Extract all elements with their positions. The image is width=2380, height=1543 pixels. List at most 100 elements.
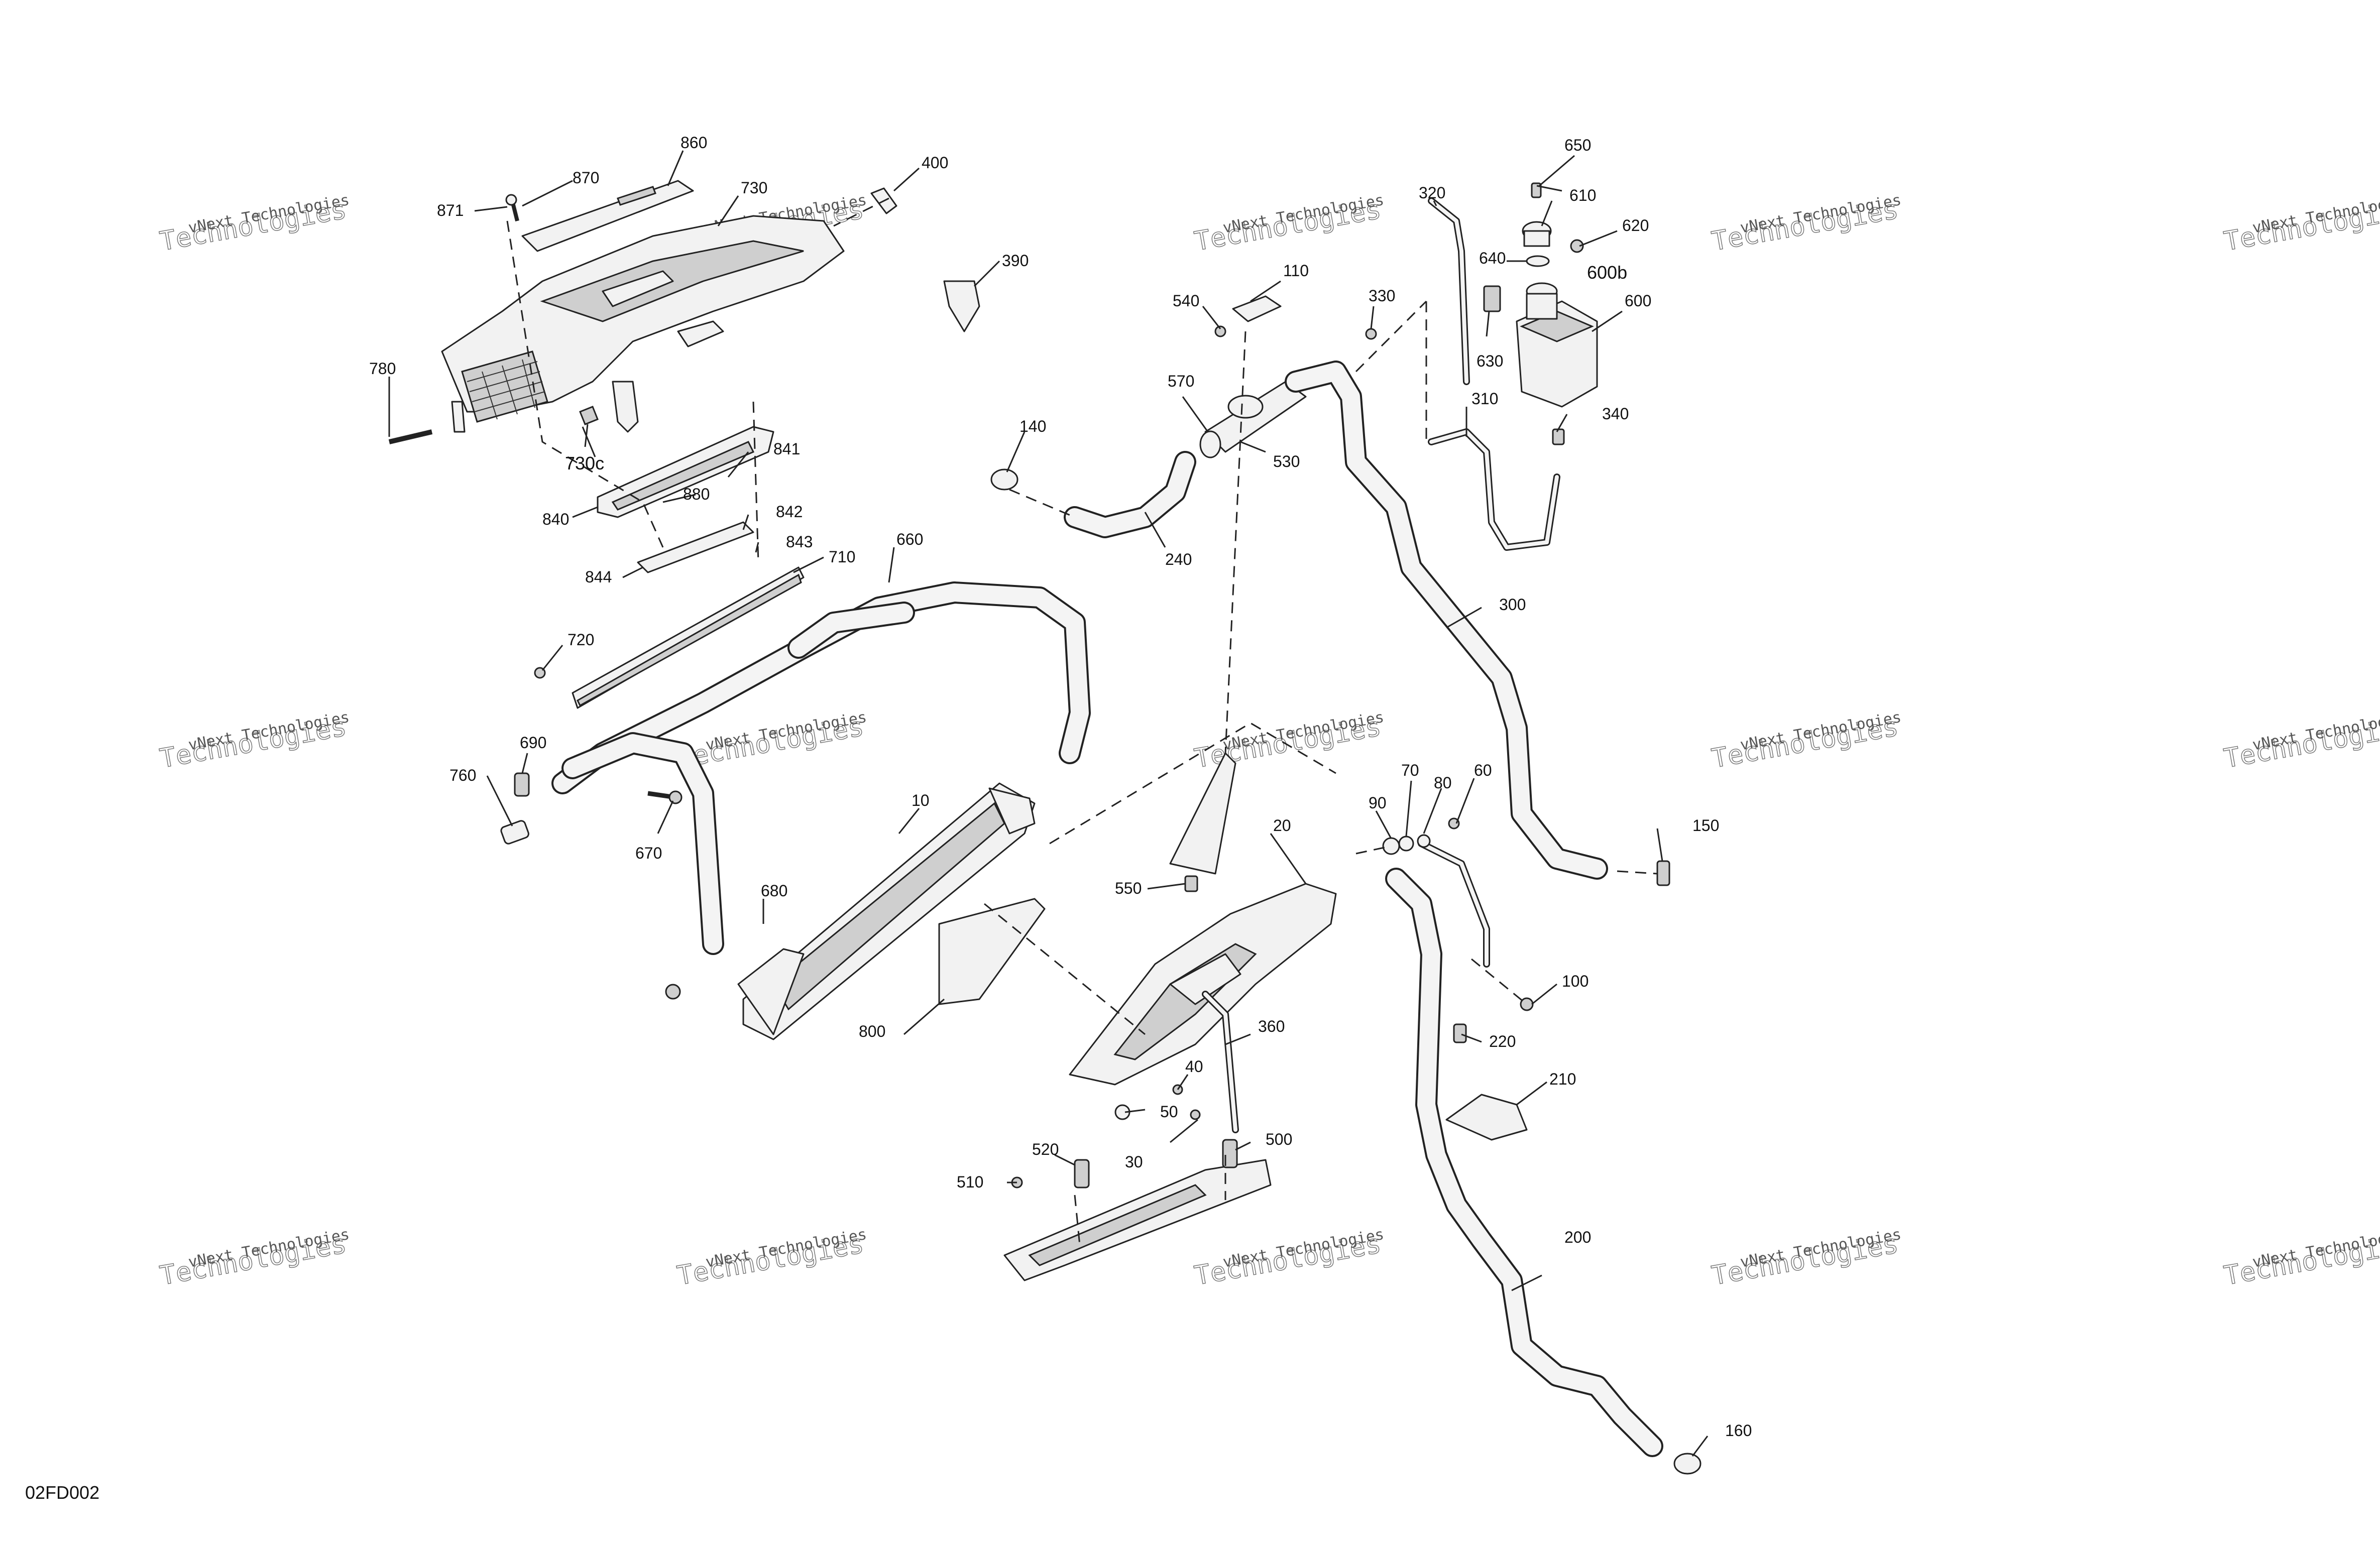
part-520-spring <box>1074 1159 1090 1189</box>
callout-843: 843 <box>786 533 813 551</box>
callout-842: 842 <box>776 503 803 521</box>
part-500-lower-bracket <box>1003 1159 1272 1281</box>
callout-160: 160 <box>1725 1421 1752 1440</box>
callout-841: 841 <box>773 440 800 458</box>
part-210-cover <box>1445 1094 1528 1141</box>
callout-630: 630 <box>1477 352 1503 370</box>
callout-300: 300 <box>1499 596 1526 614</box>
part-140-clamp <box>990 468 1018 491</box>
diagram-id: 02FD002 <box>25 1482 99 1503</box>
callout-780: 780 <box>369 360 396 378</box>
part-360-bracket <box>1202 991 1239 1133</box>
part-680-nut <box>665 984 681 1000</box>
part-320-tube <box>1428 197 1470 385</box>
callout-650: 650 <box>1564 136 1591 154</box>
callout-710: 710 <box>829 548 855 566</box>
assembly-lines <box>506 197 1658 1246</box>
callout-30: 30 <box>1125 1153 1143 1171</box>
callout-500: 500 <box>1266 1130 1292 1148</box>
callout-240: 240 <box>1165 550 1192 568</box>
part-150-fitting <box>1656 860 1670 886</box>
part-390-plug <box>943 280 980 332</box>
callout-660: 660 <box>896 530 923 548</box>
watermark: Technologies vNext Technologies <box>1192 1226 1385 1292</box>
part-730-cover <box>441 215 845 433</box>
part-570-clamp <box>1199 430 1221 458</box>
part-30-screw <box>1190 1109 1201 1120</box>
callout-620: 620 <box>1622 216 1649 234</box>
watermark: Technologies vNext Technologies <box>2221 1226 2380 1292</box>
part-840-bracket <box>597 426 774 518</box>
callout-40: 40 <box>1185 1057 1203 1076</box>
callout-760: 760 <box>449 766 476 784</box>
callout-610: 610 <box>1569 186 1596 204</box>
part-160-clamp <box>1673 1453 1702 1475</box>
callout-10: 10 <box>912 791 930 809</box>
callout-520: 520 <box>1032 1140 1059 1158</box>
watermark: Technologies vNext Technologies <box>157 191 351 258</box>
callout-570: 570 <box>1168 372 1194 390</box>
watermark: Technologies vNext Technologies <box>2221 191 2380 258</box>
callout-680: 680 <box>761 882 787 900</box>
part-600-reservoir <box>1516 282 1598 408</box>
part-610-cap <box>1522 221 1552 247</box>
callout-210: 210 <box>1549 1070 1576 1088</box>
callout-510: 510 <box>957 1173 983 1191</box>
callout-200: 200 <box>1564 1228 1591 1246</box>
callout-720: 720 <box>568 631 594 649</box>
callout-400: 400 <box>922 154 948 172</box>
part-60-bracket <box>1418 840 1490 968</box>
callout-340: 340 <box>1602 405 1629 423</box>
part-780-pin <box>388 429 433 444</box>
part-340-fitting <box>1552 428 1565 445</box>
part-630-bracket <box>1483 285 1501 312</box>
callout-140: 140 <box>1019 417 1046 435</box>
callout-670: 670 <box>635 844 662 862</box>
watermark: Technologies vNext Technologies <box>674 708 868 775</box>
callout-600: 600 <box>1625 292 1651 310</box>
callout-labels: 10 20 30 40 50 60 70 80 90 100 110 140 1… <box>369 134 1752 1457</box>
watermark: Technologies vNext Technologies <box>157 1226 351 1292</box>
callout-730: 730 <box>741 179 767 197</box>
part-100-nut <box>1520 997 1534 1011</box>
callout-110: 110 <box>1283 262 1309 280</box>
part-871-screw <box>505 194 519 221</box>
callout-80: 80 <box>1434 774 1452 792</box>
part-sponge-upper <box>1169 752 1236 875</box>
part-690-clamp <box>514 772 530 797</box>
part-330-screw <box>1365 328 1377 340</box>
part-200-hose <box>1385 868 1663 1457</box>
callout-530: 530 <box>1273 452 1300 470</box>
part-660-frame <box>551 581 1091 955</box>
grille <box>461 350 548 423</box>
watermark: Technologies vNext Technologies <box>1709 708 1902 775</box>
callout-70: 70 <box>1401 761 1419 779</box>
callout-690: 690 <box>520 734 546 752</box>
callout-330: 330 <box>1369 287 1395 305</box>
part-500-spring <box>1222 1139 1238 1168</box>
part-640-washer <box>1526 255 1550 267</box>
callout-730c: 730c <box>565 453 604 473</box>
part-860-plate <box>521 180 694 252</box>
callout-390: 390 <box>1002 252 1029 270</box>
part-620-screw <box>1570 239 1584 253</box>
callout-90: 90 <box>1369 794 1387 812</box>
callout-840: 840 <box>542 510 569 528</box>
watermark: Technologies vNext Technologies <box>674 1226 868 1292</box>
part-310-tube <box>1428 428 1560 551</box>
watermark: Technologies vNext Technologies <box>1709 1226 1902 1292</box>
part-550-fastener <box>1184 875 1198 892</box>
callout-100: 100 <box>1562 972 1589 990</box>
watermark: Technologies vNext Technologies <box>1709 191 1902 258</box>
callout-310: 310 <box>1471 390 1498 408</box>
callout-880: 880 <box>683 485 710 503</box>
part-10-radiator <box>737 782 1036 1040</box>
callout-844: 844 <box>585 568 612 586</box>
part-670-bolt <box>647 790 683 804</box>
callout-20: 20 <box>1273 816 1291 835</box>
part-540-screw <box>1214 325 1226 337</box>
callout-800: 800 <box>859 1022 885 1040</box>
callout-50: 50 <box>1160 1103 1178 1121</box>
callout-60: 60 <box>1474 761 1492 779</box>
